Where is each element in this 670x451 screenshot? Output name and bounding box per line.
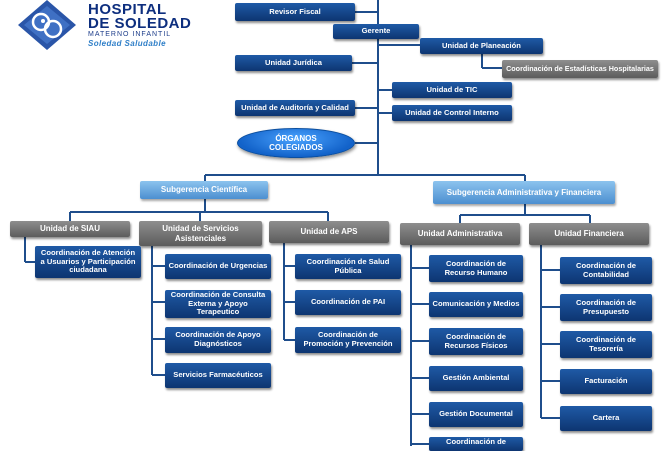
facturacion-box: Facturación [560,369,652,394]
coordinacion-recurso-humano-box: Coordinación de Recurso Humano [429,255,523,282]
cartera-box: Cartera [560,406,652,431]
coordinacion-salud-publica-box: Coordinación de Salud Pública [295,254,401,279]
unidad-control-box: Unidad de Control Interno [392,105,512,121]
hospital-logo: HOSPITAL DE SOLEDAD MATERNO INFANTIL Sol… [18,0,192,56]
coordinacion-apoyo-diagnosticos-box: Coordinación de Apoyo Diagnósticos [165,327,271,353]
comunicacion-medios-box: Comunicación y Medios [429,292,523,317]
coordinacion-promocion-box: Coordinación de Promoción y Prevención [295,327,401,353]
coordinacion-tesoreria-box: Coordinación de Tesorería [560,331,652,358]
logo-subtitle: MATERNO INFANTIL [88,31,172,38]
unidad-siau-box: Unidad de SIAU [10,221,130,237]
coordinacion-presupuesto-box: Coordinación de Presupuesto [560,294,652,321]
unidad-financiera-box: Unidad Financiera [529,223,649,245]
unidad-tic-box: Unidad de TIC [392,82,512,98]
gerente-box: Gerente [333,24,419,39]
revisor-fiscal-box: Revisor Fiscal [235,3,355,21]
gestion-ambiental-box: Gestión Ambiental [429,366,523,391]
logo-title-line1: HOSPITAL [88,1,167,18]
logo-slogan: Soledad Saludable [88,39,166,48]
logo-title-line2: DE SOLEDAD [88,15,192,32]
coordinacion-contabilidad-box: Coordinación de Contabilidad [560,257,652,284]
hospital-logo-icon [18,0,76,50]
unidad-planeacion-box: Unidad de Planeación [420,38,543,54]
coordinacion-urgencias-box: Coordinación de Urgencias [165,254,271,279]
subgerencia-administrativa-box: Subgerencia Administrativa y Financiera [433,181,615,204]
servicios-farmaceuticos-box: Servicios Farmacéuticos [165,363,271,388]
coordinacion-atencion-box: Coordinación de Atención a Usuarios y Pa… [35,246,141,278]
organos-colegiados-ellipse: ÓRGANOS COLEGIADOS [237,128,355,158]
unidad-juridica-box: Unidad Jurídica [235,55,352,71]
unidad-administrativa-box: Unidad Administrativa [400,223,520,245]
coordinacion-estadisticas-box: Coordinación de Estadísticas Hospitalari… [502,60,658,78]
gestion-documental-box: Gestión Documental [429,402,523,427]
coordinacion-partial-box: Coordinación de [429,437,523,451]
coordinacion-recursos-fisicos-box: Coordinación de Recursos Físicos [429,328,523,355]
unidad-servicios-box: Unidad de Servicios Asistenciales [139,221,262,246]
unidad-auditoria-box: Unidad de Auditoría y Calidad [235,100,355,116]
subgerencia-cientifica-box: Subgerencia Científica [140,181,268,199]
unidad-aps-box: Unidad de APS [269,221,389,243]
coordinacion-pai-box: Coordinación de PAI [295,290,401,315]
coordinacion-consulta-box: Coordinación de Consulta Externa y Apoyo… [165,290,271,318]
